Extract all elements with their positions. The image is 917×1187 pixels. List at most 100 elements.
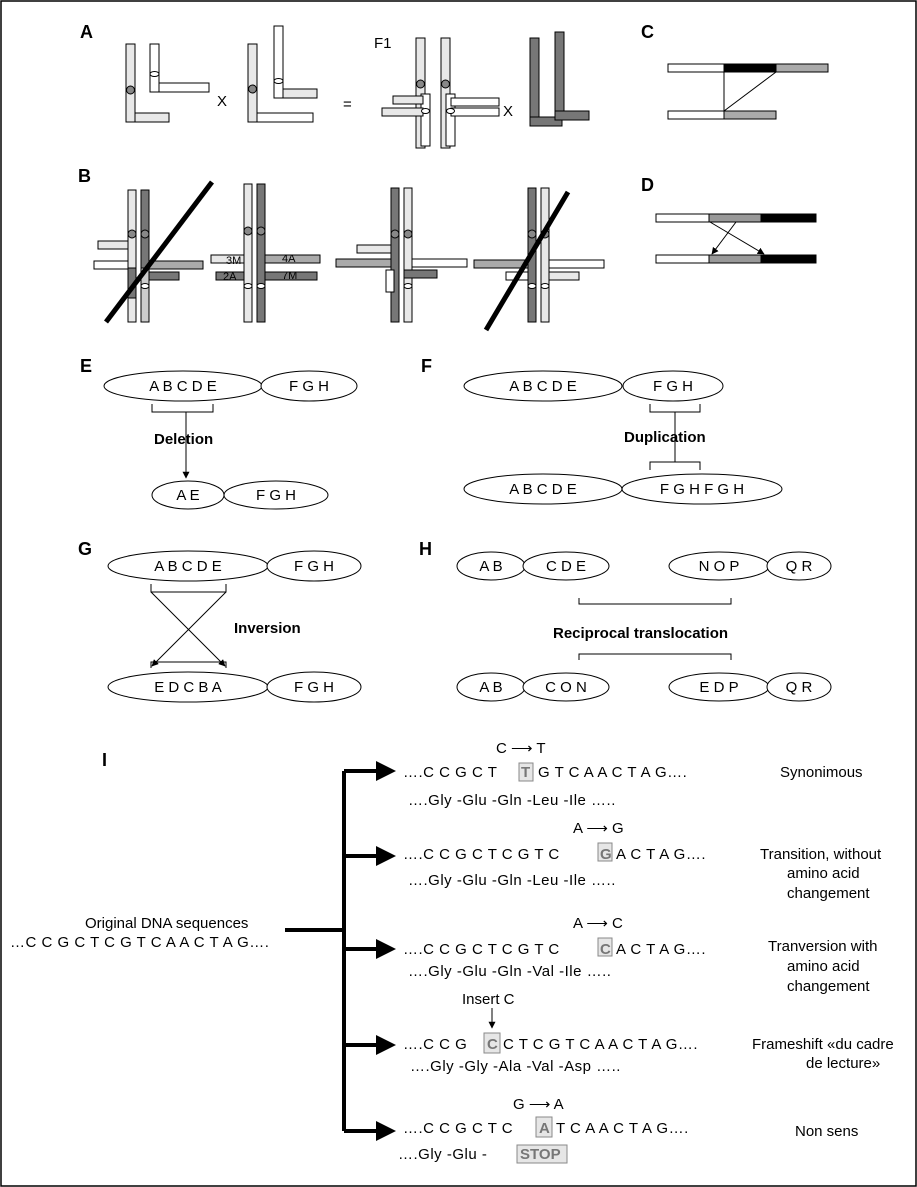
mutation-change-label: G ⟶ A	[513, 1096, 564, 1113]
mutation-type-label-line-2: amino acid	[787, 958, 860, 975]
mutation-row-transversion: A ⟶ C ….C C G C T C G T C C A C T A G…. …	[403, 915, 877, 995]
panel-b-label-4a: 4A	[282, 253, 296, 265]
panel-letter-b: B	[78, 166, 91, 186]
panel-g-top-right-segment: F G H	[294, 558, 334, 575]
mutant-sequence-prefix: ….C C G C T C G T C	[403, 941, 560, 958]
mutated-base: C	[600, 941, 611, 958]
panel-letter-h: H	[419, 539, 432, 559]
panel-e-label: Deletion	[154, 431, 213, 448]
amino-acid-sequence: ….Gly -Glu -Gln -Leu -Ile …..	[408, 792, 616, 809]
panel-h-label: Reciprocal translocation	[553, 625, 728, 642]
panel-a-cross-symbol-2: X	[503, 103, 513, 120]
mutated-base-box	[597, 842, 613, 862]
mutation-change-label: A ⟶ C	[573, 915, 623, 932]
panel-g-inversion	[107, 550, 362, 703]
panel-b-label-7m: 7M	[282, 270, 297, 282]
panel-c-crossover	[667, 63, 829, 120]
mutant-sequence-suffix: C T C G T C A A C T A G….	[503, 1036, 698, 1053]
mutation-row-nonsense: G ⟶ A ….C C G C T C A T C A A C T A G…. …	[398, 1096, 858, 1164]
mutation-type-label: Non sens	[795, 1123, 858, 1140]
stop-codon-box	[516, 1144, 568, 1164]
panel-h-translocation	[456, 551, 832, 702]
panel-letter-c: C	[641, 22, 654, 42]
panel-letter-i: I	[102, 750, 107, 770]
panel-d-crossover	[655, 213, 817, 264]
mutant-sequence-suffix: A C T A G….	[616, 941, 706, 958]
mutant-sequence-suffix: G T C A A C T A G….	[538, 764, 687, 781]
mutation-row-transition: A ⟶ G ….C C G C T C G T C G A C T A G…. …	[403, 820, 882, 902]
panel-a-f1-label: F1	[374, 35, 392, 52]
mutation-type-label-line-1: Tranversion with	[768, 938, 877, 955]
panel-h-bottom-segment-1: A B	[479, 679, 502, 696]
mutation-row-synonymous: C ⟶ T ….C C G C T T G T C A A C T A G…. …	[403, 740, 863, 809]
mutation-type-label-line-3: changement	[787, 978, 870, 995]
mutant-sequence-prefix: ….C C G	[403, 1036, 467, 1053]
panel-g-bottom-left-segment: E D C B A	[154, 679, 222, 696]
panel-e-top-left-segment: A B C D E	[149, 378, 217, 395]
panel-f-top-left-segment: A B C D E	[509, 378, 577, 395]
amino-acid-sequence: ….Gly -Glu -	[398, 1146, 487, 1163]
mutated-base: A	[539, 1120, 550, 1137]
panel-i-branch-lines	[285, 761, 396, 1141]
panel-f-bottom-left-segment: A B C D E	[509, 481, 577, 498]
panel-f-bottom-right-segment: F G H F G H	[660, 481, 744, 498]
mutated-base-box	[483, 1032, 501, 1054]
panel-h-top-segment-3: N O P	[699, 558, 740, 575]
mutated-base: T	[521, 764, 530, 781]
panel-h-bottom-segment-3: E D P	[699, 679, 738, 696]
mutation-type-label-line-1: Transition, without	[760, 846, 882, 863]
panel-b-label-2a: 2A	[223, 271, 237, 283]
mutant-sequence-prefix: ….C C G C T	[403, 764, 497, 781]
panel-g-top-left-segment: A B C D E	[154, 558, 222, 575]
panel-a-cross-symbol: X	[217, 93, 227, 110]
panel-letter-e: E	[80, 356, 92, 376]
mutation-change-label: C ⟶ T	[496, 740, 546, 757]
stop-codon-label: STOP	[520, 1146, 561, 1163]
panel-g-label: Inversion	[234, 620, 301, 637]
panel-e-bottom-right-segment: F G H	[256, 487, 296, 504]
mutated-base-box	[518, 762, 534, 782]
mutant-sequence-suffix: T C A A C T A G….	[556, 1120, 689, 1137]
original-dna-sequence: …C C G C T C G T C A A C T A G….	[10, 934, 269, 951]
amino-acid-sequence: ….Gly -Gly -Ala -Val -Asp …..	[410, 1058, 621, 1075]
mutation-row-frameshift: Insert C ….C C G C C T C G T C A A C T A…	[403, 991, 894, 1075]
panel-e-deletion	[103, 370, 358, 510]
panel-g-bottom-right-segment: F G H	[294, 679, 334, 696]
mutant-sequence-suffix: A C T A G….	[616, 846, 706, 863]
panel-h-top-segment-1: A B	[479, 558, 502, 575]
panel-f-duplication	[463, 370, 783, 505]
mutant-sequence-prefix: ….C C G C T C	[403, 1120, 513, 1137]
panel-f-label: Duplication	[624, 429, 706, 446]
mutation-type-label-line-2: de lecture»	[806, 1055, 880, 1072]
mutation-type-label-line-1: Frameshift «du cadre	[752, 1036, 894, 1053]
panel-e-top-right-segment: F G H	[289, 378, 329, 395]
amino-acid-sequence: ….Gly -Glu -Gln -Leu -Ile …..	[408, 872, 616, 889]
panel-h-bottom-segment-4: Q R	[786, 679, 813, 696]
mutated-base: G	[600, 846, 612, 863]
panel-f-top-right-segment: F G H	[653, 378, 693, 395]
original-dna-label: Original DNA sequences	[85, 915, 248, 932]
mutation-change-label: Insert C	[462, 991, 515, 1008]
mutation-change-label: A ⟶ G	[573, 820, 624, 837]
amino-acid-sequence: ….Gly -Glu -Gln -Val -Ile …..	[408, 963, 611, 980]
panel-b-label-3m: 3M	[226, 255, 241, 267]
panel-letter-d: D	[641, 175, 654, 195]
panel-h-top-segment-4: Q R	[786, 558, 813, 575]
panel-h-bottom-segment-2: C O N	[545, 679, 587, 696]
mutation-type-label: Synonimous	[780, 764, 863, 781]
panel-h-top-segment-2: C D E	[546, 558, 586, 575]
mutant-sequence-prefix: ….C C G C T C G T C	[403, 846, 560, 863]
panel-e-bottom-left-segment: A E	[176, 487, 199, 504]
panel-b-quadrivalents	[93, 180, 605, 332]
panel-a-equals-symbol: =	[343, 96, 352, 113]
mutation-type-label-line-3: changement	[787, 885, 870, 902]
mutated-base: C	[487, 1036, 498, 1053]
panel-letter-f: F	[421, 356, 432, 376]
panel-a-chromosomes	[125, 25, 590, 149]
panel-letter-g: G	[78, 539, 92, 559]
panel-letter-a: A	[80, 22, 93, 42]
mutated-base-box	[597, 937, 613, 957]
mutation-type-label-line-2: amino acid	[787, 865, 860, 882]
